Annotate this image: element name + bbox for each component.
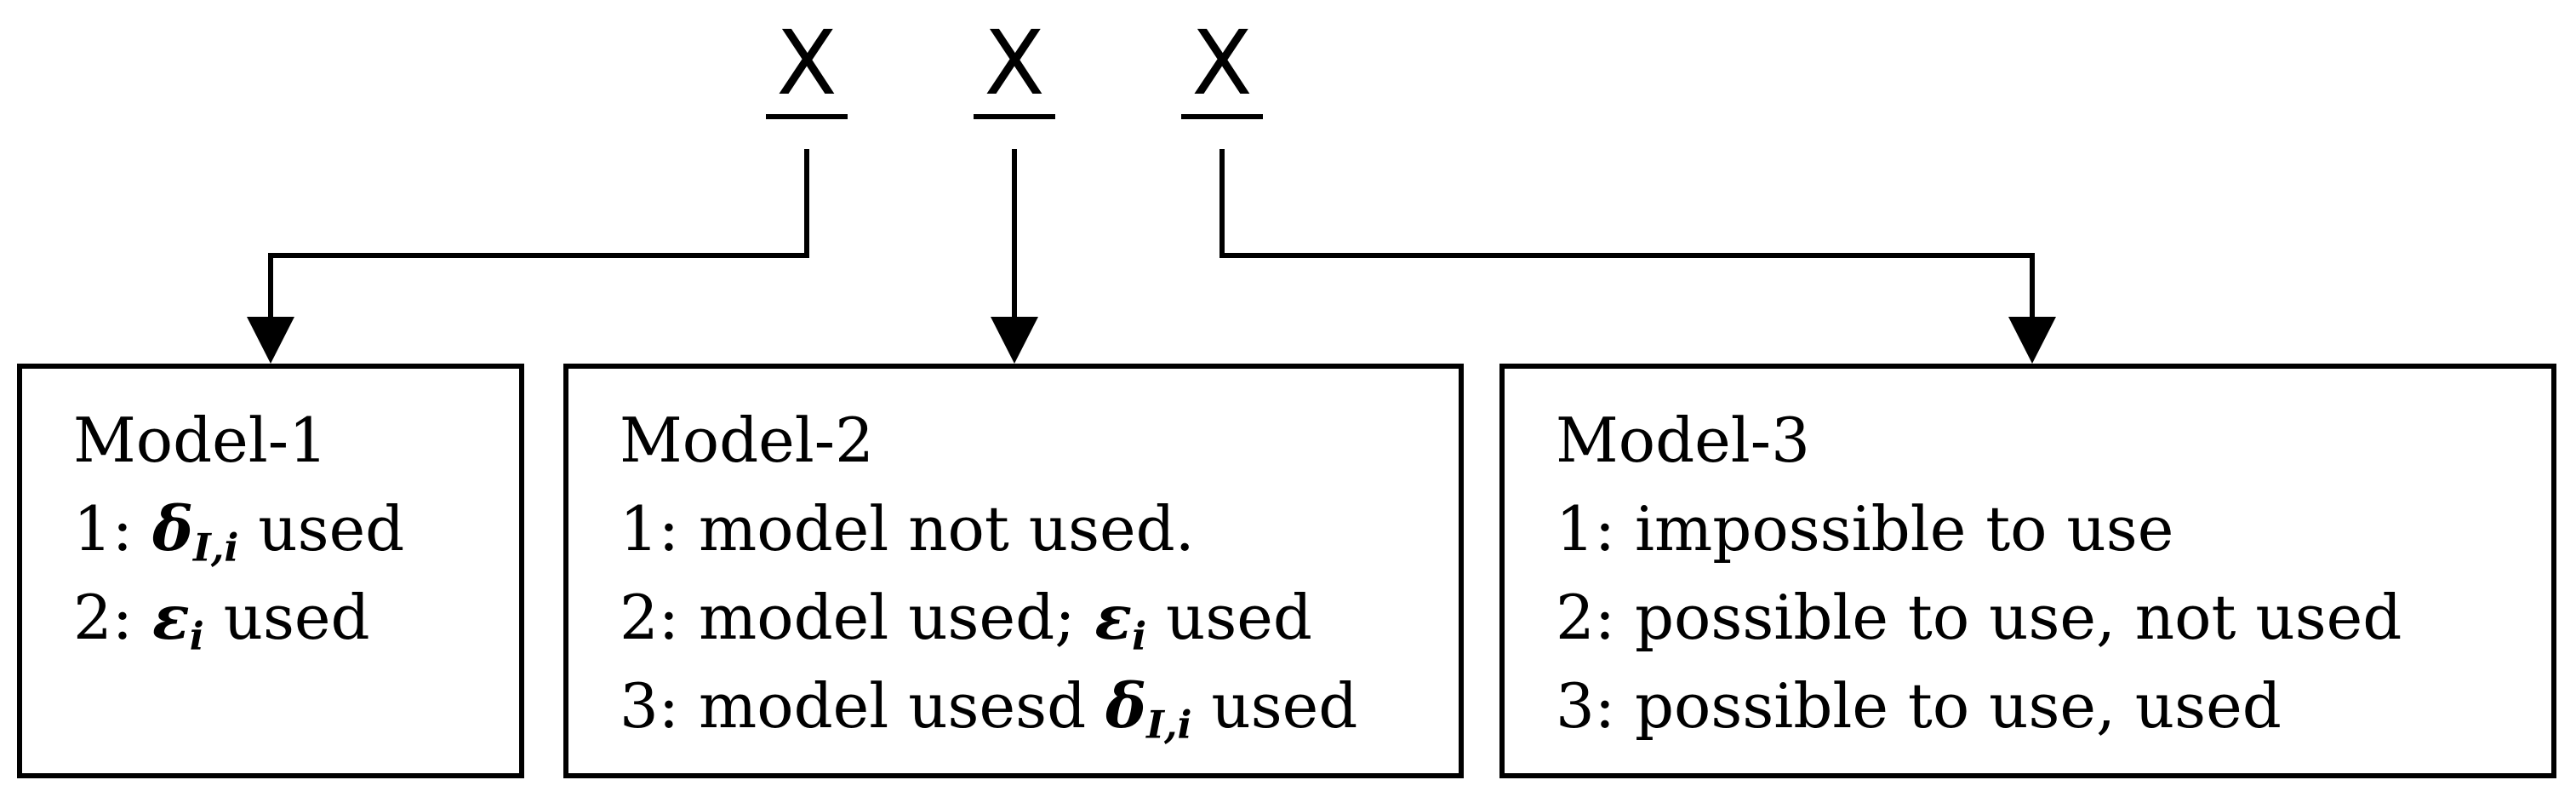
code-letter-3: X [1181,19,1263,119]
delta-symbol: δI,i [1105,669,1192,748]
model-1-box: Model-1 1: δI,i used 2: εi used [17,364,524,778]
arrowhead-model-2 [991,317,1038,364]
model-2-line-3: 3: model usesd δI,i used [620,669,1358,748]
delta-symbol: δI,i [151,492,239,571]
model-1-line-2: 2: εi used [73,581,370,659]
model-3-line-2: 2: possible to use, not used [1556,582,2402,653]
model-2-line-2: 2: model used; εi used [620,581,1312,659]
arrowhead-model-1 [247,317,294,364]
arrowhead-model-3 [2008,317,2056,364]
code-letter-2: X [974,19,1055,119]
code-letter-1: X [766,19,848,119]
model-1-title: Model-1 [73,404,328,476]
model-3-line-1: 1: impossible to use [1556,493,2174,565]
model-3-line-3: 3: possible to use, used [1556,670,2282,742]
model-2-line-1: 1: model not used. [620,493,1195,565]
model-3-title: Model-3 [1556,404,1810,476]
connector-arrow-model-3 [1219,149,2035,322]
model-1-line-1: 1: δI,i used [73,492,405,571]
model-2-title: Model-2 [620,404,874,476]
epsilon-symbol: εi [151,581,204,659]
connector-arrow-model-1 [268,149,809,322]
epsilon-symbol: εi [1094,581,1147,659]
model-3-box: Model-3 1: impossible to use 2: possible… [1499,364,2556,778]
model-2-box: Model-2 1: model not used. 2: model used… [563,364,1464,778]
